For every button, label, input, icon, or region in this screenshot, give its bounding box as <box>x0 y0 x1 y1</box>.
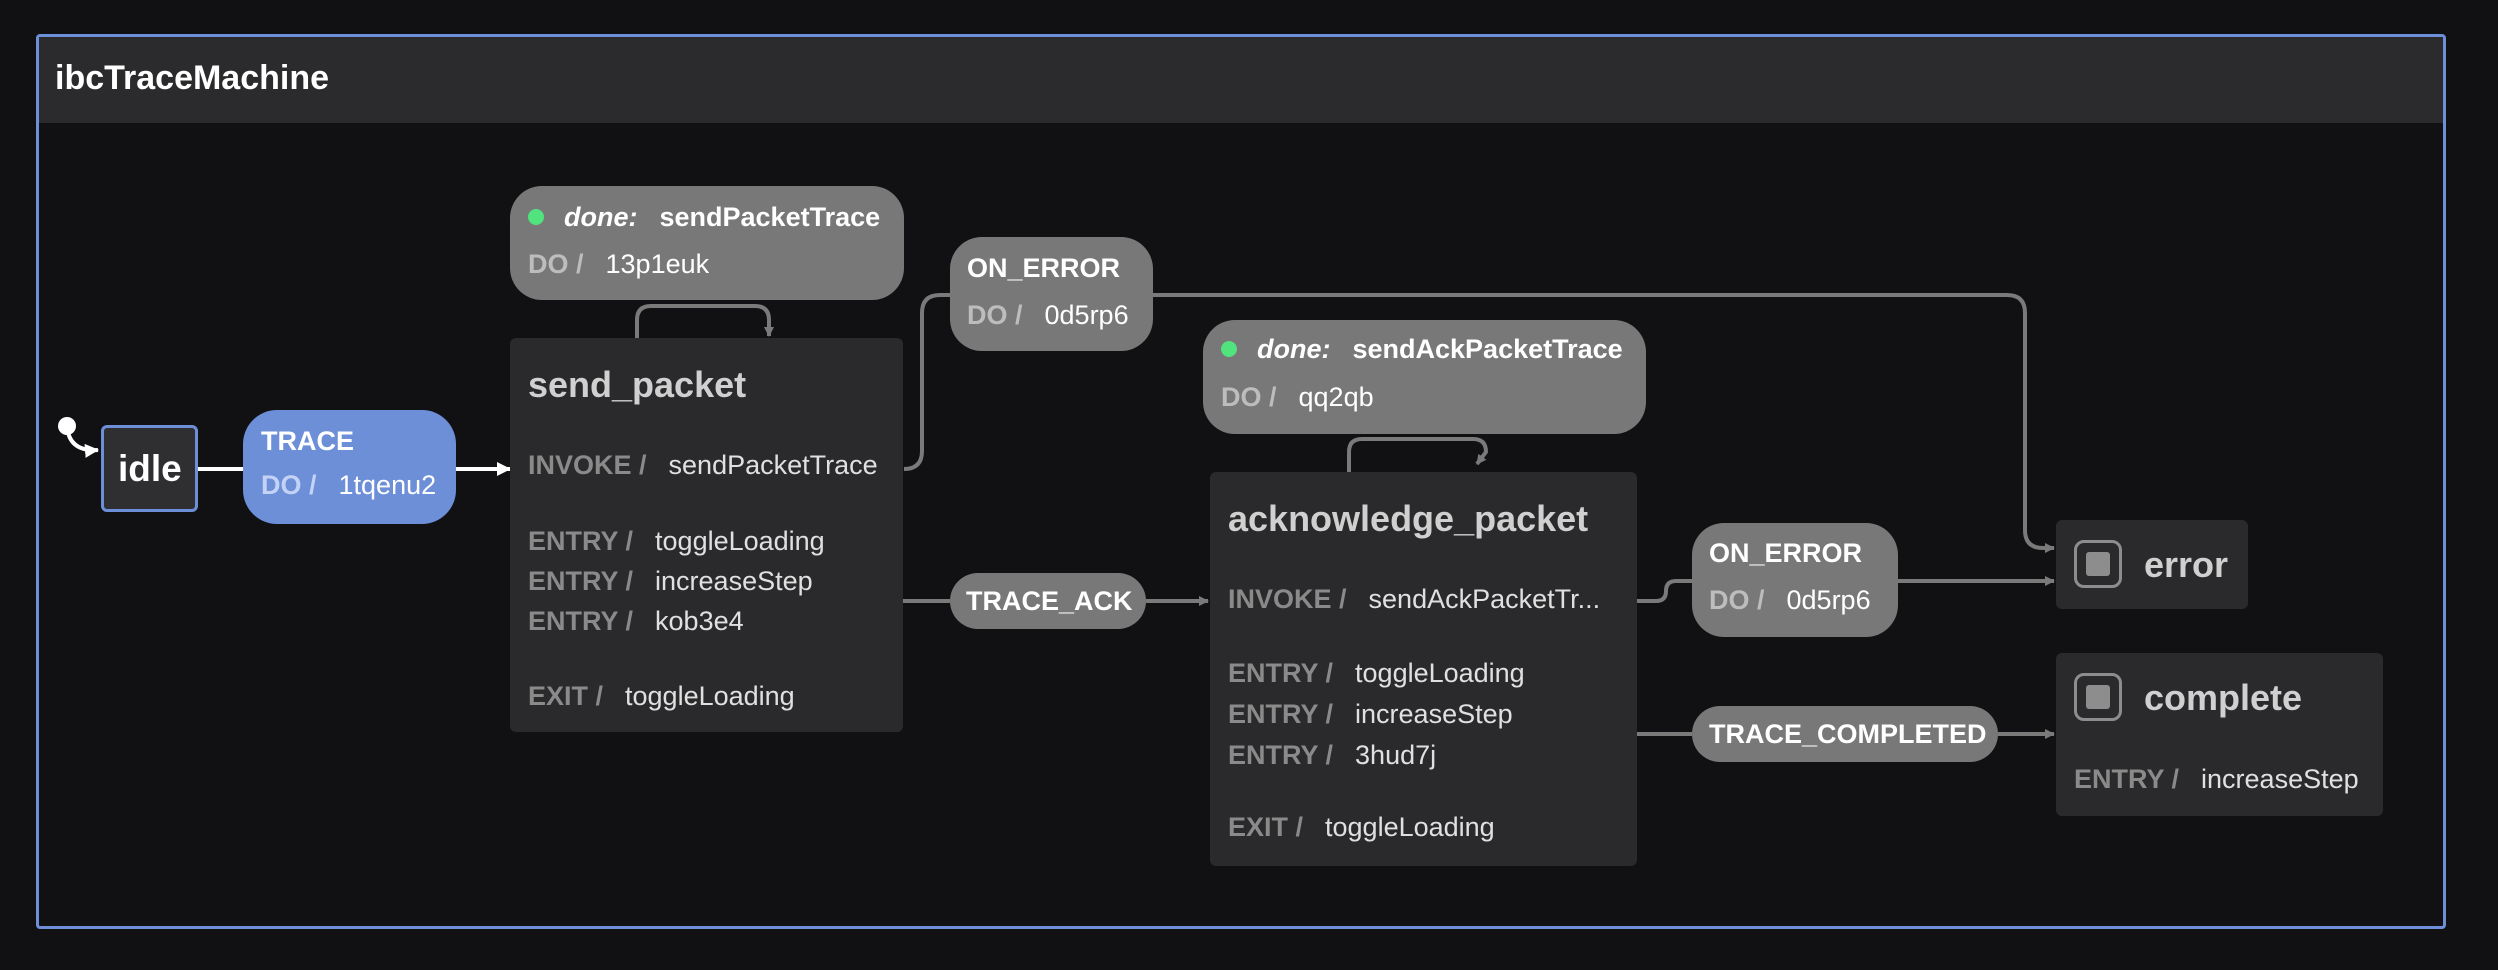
exit-keyword: EXIT / <box>528 681 604 711</box>
entry-action: toggleLoading <box>655 526 825 556</box>
edge-acknowledge-self-loop <box>1347 437 1489 472</box>
final-state-icon <box>2074 540 2122 588</box>
event-on-error-acknowledge[interactable]: ON_ERROR DO / 0d5rp6 <box>1692 523 1898 637</box>
event-done-send-packet-trace[interactable]: done: sendPacketTrace DO / 13p1euk <box>510 186 904 300</box>
done-ack-service: sendAckPacketTrace <box>1352 334 1623 364</box>
event-done-send-ack-packet-trace[interactable]: done: sendAckPacketTrace DO / qq2qb <box>1203 320 1646 434</box>
machine-title: ibcTraceMachine <box>55 59 330 97</box>
do-keyword: DO / <box>1709 585 1765 615</box>
do-keyword: DO / <box>528 249 584 279</box>
acknowledge-entry: ENTRY / increaseStep <box>1228 699 1513 730</box>
edge-acknowledge-to-on-error <box>1637 579 1692 603</box>
done-indicator-icon <box>1221 341 1237 357</box>
state-complete-label: complete <box>2144 677 2303 718</box>
event-trace-do: DO / 1tqenu2 <box>261 470 436 501</box>
done-indicator-icon <box>528 209 544 225</box>
do-action: qq2qb <box>1298 382 1374 412</box>
invoke-service: sendPacketTrace <box>668 450 878 480</box>
state-idle[interactable]: idle <box>101 425 198 512</box>
event-done-send-do: DO / 13p1euk <box>528 249 709 280</box>
exit-action: toggleLoading <box>1325 812 1495 842</box>
exit-keyword: EXIT / <box>1228 812 1304 842</box>
event-on-error-label: ON_ERROR <box>967 253 1121 283</box>
event-trace[interactable]: TRACE DO / 1tqenu2 <box>243 410 456 524</box>
state-acknowledge-packet[interactable]: acknowledge_packet INVOKE / sendAckPacket… <box>1210 472 1637 866</box>
event-trace-ack[interactable]: TRACE_ACK <box>950 573 1146 629</box>
do-keyword: DO / <box>1221 382 1277 412</box>
final-state-icon <box>2074 673 2122 721</box>
entry-keyword: ENTRY / <box>1228 658 1334 688</box>
state-send-packet-label: send_packet <box>528 364 747 405</box>
state-acknowledge-packet-label: acknowledge_packet <box>1228 498 1589 539</box>
initial-state-marker <box>58 417 99 458</box>
acknowledge-entry: ENTRY / toggleLoading <box>1228 658 1525 689</box>
send-packet-entry: ENTRY / increaseStep <box>528 566 813 597</box>
event-trace-completed-label: TRACE_COMPLETED <box>1709 719 1987 749</box>
done-keyword: done: <box>564 202 638 232</box>
done-keyword: done: <box>1257 334 1331 364</box>
entry-action: increaseStep <box>655 566 813 596</box>
machine-header: ibcTraceMachine <box>39 37 2443 123</box>
entry-keyword: ENTRY / <box>1228 740 1334 770</box>
state-complete[interactable]: complete ENTRY / increaseStep <box>2056 653 2383 816</box>
event-trace-completed[interactable]: TRACE_COMPLETED <box>1692 706 1998 762</box>
event-on-error-label: ON_ERROR <box>1709 538 1863 568</box>
state-error-label: error <box>2144 544 2229 585</box>
invoke-keyword: INVOKE / <box>1228 584 1347 614</box>
invoke-service: sendAckPacketTr... <box>1368 584 1601 614</box>
event-done-ack-do: DO / qq2qb <box>1221 382 1374 413</box>
complete-entry: ENTRY / increaseStep <box>2074 764 2359 795</box>
send-packet-invoke: INVOKE / sendPacketTrace <box>528 450 878 481</box>
event-trace-label: TRACE <box>261 426 354 456</box>
entry-keyword: ENTRY / <box>2074 764 2180 794</box>
event-on-error-do: DO / 0d5rp6 <box>967 300 1129 331</box>
do-action: 0d5rp6 <box>1044 300 1129 330</box>
done-send-service: sendPacketTrace <box>659 202 881 232</box>
entry-action: kob3e4 <box>655 606 744 636</box>
entry-keyword: ENTRY / <box>528 526 634 556</box>
event-on-error-send-packet[interactable]: ON_ERROR DO / 0d5rp6 <box>950 237 1153 351</box>
edge-send-packet-to-on-error <box>903 293 950 471</box>
edge-on-error-to-error <box>1153 293 2055 553</box>
send-packet-entry: ENTRY / toggleLoading <box>528 526 825 557</box>
do-action: 13p1euk <box>605 249 710 279</box>
entry-keyword: ENTRY / <box>528 566 634 596</box>
entry-action: 3hud7j <box>1355 740 1437 770</box>
acknowledge-invoke: INVOKE / sendAckPacketTr... <box>1228 584 1600 615</box>
acknowledge-entry: ENTRY / 3hud7j <box>1228 740 1436 771</box>
event-trace-ack-label: TRACE_ACK <box>966 586 1133 616</box>
do-keyword: DO / <box>261 470 317 500</box>
entry-action: increaseStep <box>2201 764 2359 794</box>
state-error[interactable]: error <box>2056 520 2248 609</box>
edge-send-packet-self-loop <box>635 304 774 340</box>
do-action: 0d5rp6 <box>1786 585 1871 615</box>
exit-action: toggleLoading <box>625 681 795 711</box>
entry-keyword: ENTRY / <box>1228 699 1334 729</box>
acknowledge-exit: EXIT / toggleLoading <box>1228 812 1495 843</box>
invoke-keyword: INVOKE / <box>528 450 647 480</box>
entry-action: toggleLoading <box>1355 658 1525 688</box>
event-on-error-do: DO / 0d5rp6 <box>1709 585 1871 616</box>
event-done-ack-label: done: sendAckPacketTrace <box>1221 334 1623 365</box>
entry-keyword: ENTRY / <box>528 606 634 636</box>
entry-action: increaseStep <box>1355 699 1513 729</box>
do-action: 1tqenu2 <box>338 470 437 500</box>
event-done-send-label: done: sendPacketTrace <box>528 202 880 233</box>
state-send-packet[interactable]: send_packet INVOKE / sendPacketTrace ENTR… <box>510 338 903 732</box>
send-packet-exit: EXIT / toggleLoading <box>528 681 795 712</box>
do-keyword: DO / <box>967 300 1023 330</box>
state-idle-label: idle <box>118 448 182 489</box>
send-packet-entry: ENTRY / kob3e4 <box>528 606 744 637</box>
